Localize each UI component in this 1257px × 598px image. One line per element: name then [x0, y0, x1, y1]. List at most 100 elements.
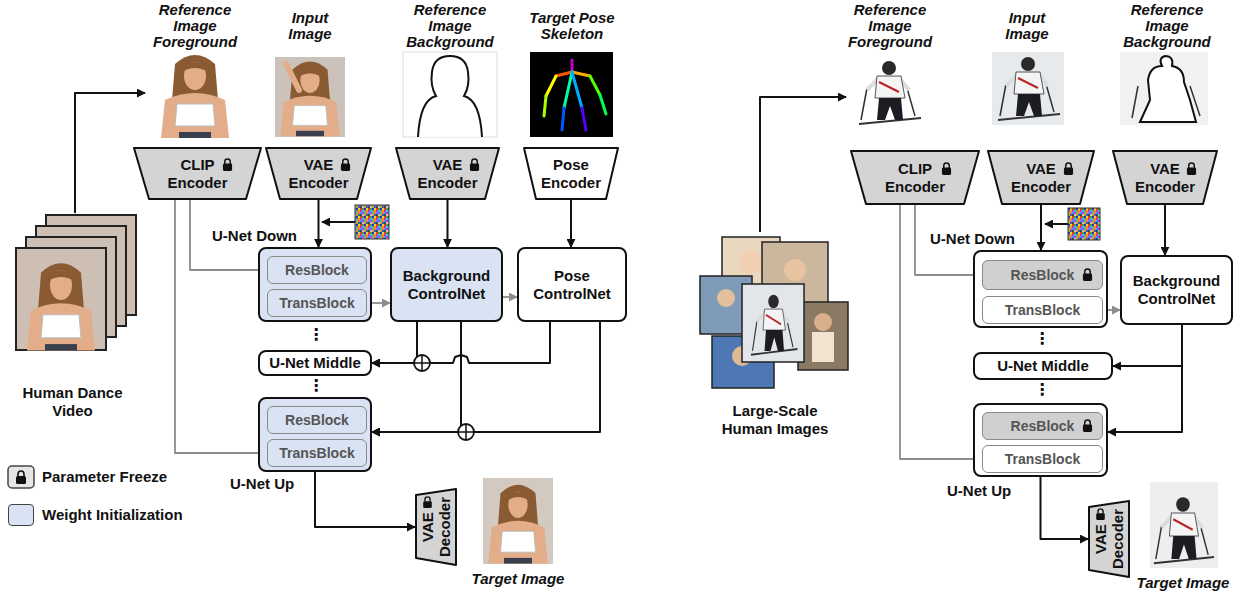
module-box: U-Net UpResBlockTransBlock	[258, 397, 372, 472]
foreground-image	[161, 55, 229, 138]
node-label: U-Net Down	[212, 227, 297, 245]
connector	[315, 472, 415, 527]
node-label: Input Image	[275, 10, 345, 42]
noise-arrow	[1045, 223, 1068, 225]
sum-symbol	[458, 424, 474, 440]
image-panel: Reference Image Foreground	[145, 2, 245, 137]
encoder-trapezoid: CLIP Encoder	[133, 147, 262, 200]
node-label: U-Net Up	[230, 475, 294, 493]
module-box: U-Net DownResBlockTransBlock	[258, 247, 372, 322]
ellipsis-mark: ⋮	[308, 376, 322, 397]
connector	[503, 296, 517, 298]
node-label: U-Net Middle	[997, 357, 1089, 375]
connector	[1164, 205, 1166, 255]
photo	[742, 284, 804, 362]
target-photo	[1150, 482, 1218, 568]
node-label: Large-Scale Human Images	[715, 402, 835, 438]
node-label: Reference Image Background	[1115, 2, 1219, 50]
node-label: Background ControlNet	[1122, 272, 1231, 308]
trapezoid	[1113, 151, 1217, 204]
image-panel: Reference Image Background	[398, 2, 502, 137]
image-panel: Large-Scale Human Images	[695, 232, 855, 438]
input-figure	[998, 57, 1060, 120]
pose-image	[530, 52, 613, 137]
node-label: U-Net Up	[947, 482, 1011, 500]
silhouette-outline	[1140, 56, 1196, 122]
module-box: U-Net DownResBlockTransBlock	[973, 250, 1108, 328]
connector	[1108, 309, 1120, 311]
connector	[447, 200, 449, 247]
image-panel: Human Dance Video	[5, 213, 140, 420]
target-figure	[488, 485, 548, 564]
image-panel: Target Image	[468, 476, 568, 588]
connector	[760, 97, 846, 232]
photo	[798, 302, 848, 370]
encoder-trapezoid: VAE Encoder	[987, 150, 1095, 205]
node-label: Target Image	[1133, 574, 1233, 592]
image-panel: Input Image	[275, 10, 345, 137]
bone	[590, 76, 600, 95]
node-label: U-Net Middle	[269, 354, 361, 372]
encoder-trapezoid: VAE Encoder	[395, 147, 500, 200]
encoder-trapezoid: CLIP Encoder	[850, 150, 980, 205]
background-image	[1120, 52, 1208, 125]
sum-circle	[458, 424, 474, 440]
raised-arm	[286, 64, 299, 90]
node-label: ResBlock	[285, 411, 349, 429]
connector	[372, 302, 390, 304]
legend-label: Weight Initialization	[42, 504, 183, 526]
image-panel: Input Image	[992, 10, 1062, 125]
sum-symbol	[414, 355, 430, 371]
body	[812, 332, 834, 362]
bone	[572, 72, 582, 108]
node-label: ResBlock	[285, 261, 349, 279]
node-label: VAE Encoder	[410, 156, 485, 192]
face	[814, 313, 832, 331]
bone	[562, 108, 564, 130]
module-box: Background ControlNet	[390, 247, 503, 322]
trapezoid	[134, 148, 261, 199]
node-label: Target Pose Skeleton	[522, 10, 622, 42]
bone	[571, 60, 574, 72]
node-label: VAE Decoder	[1088, 500, 1130, 578]
legend-swatch	[8, 504, 34, 526]
photo-figure	[751, 295, 798, 355]
block-box: ResBlock	[267, 406, 367, 434]
face	[717, 289, 735, 307]
bone	[582, 108, 586, 130]
trapezoid	[266, 148, 371, 199]
node-label: VAE Encoder	[1004, 160, 1079, 196]
decoder-trapezoid: VAE Decoder	[1088, 500, 1130, 578]
connector	[1108, 325, 1182, 432]
node-label: TransBlock	[279, 444, 354, 462]
legend-lock-box	[8, 466, 34, 488]
node-label: Pose ControlNet	[519, 267, 625, 303]
block-box: TransBlock	[267, 289, 367, 317]
ellipsis-mark: ⋮	[1034, 380, 1048, 402]
connector	[1040, 205, 1042, 250]
block-box: TransBlock	[267, 439, 367, 467]
legend-entry: Parameter Freeze	[8, 466, 228, 488]
connector	[372, 322, 461, 432]
target-figure	[1154, 497, 1214, 563]
image-panel: Reference Image Foreground	[846, 2, 934, 128]
block-box: TransBlock	[982, 296, 1103, 324]
encoder-trapezoid: VAE Encoder	[265, 147, 372, 200]
node-label: CLIP Encoder	[878, 160, 953, 196]
sum-circle	[414, 355, 430, 371]
trapezoid	[988, 151, 1094, 204]
sum-plus	[414, 355, 430, 371]
node-label: VAE Encoder	[281, 156, 356, 192]
connector	[318, 200, 320, 247]
legend-entry: Weight Initialization	[8, 504, 228, 526]
node-label: TransBlock	[1005, 301, 1080, 319]
background-image	[403, 52, 497, 137]
pose-skeleton	[544, 60, 606, 130]
connector	[372, 322, 600, 432]
node-label: CLIP Encoder	[160, 156, 235, 192]
video-figure	[27, 263, 95, 350]
node-label: TransBlock	[1005, 450, 1080, 468]
foreground-image	[859, 61, 921, 124]
